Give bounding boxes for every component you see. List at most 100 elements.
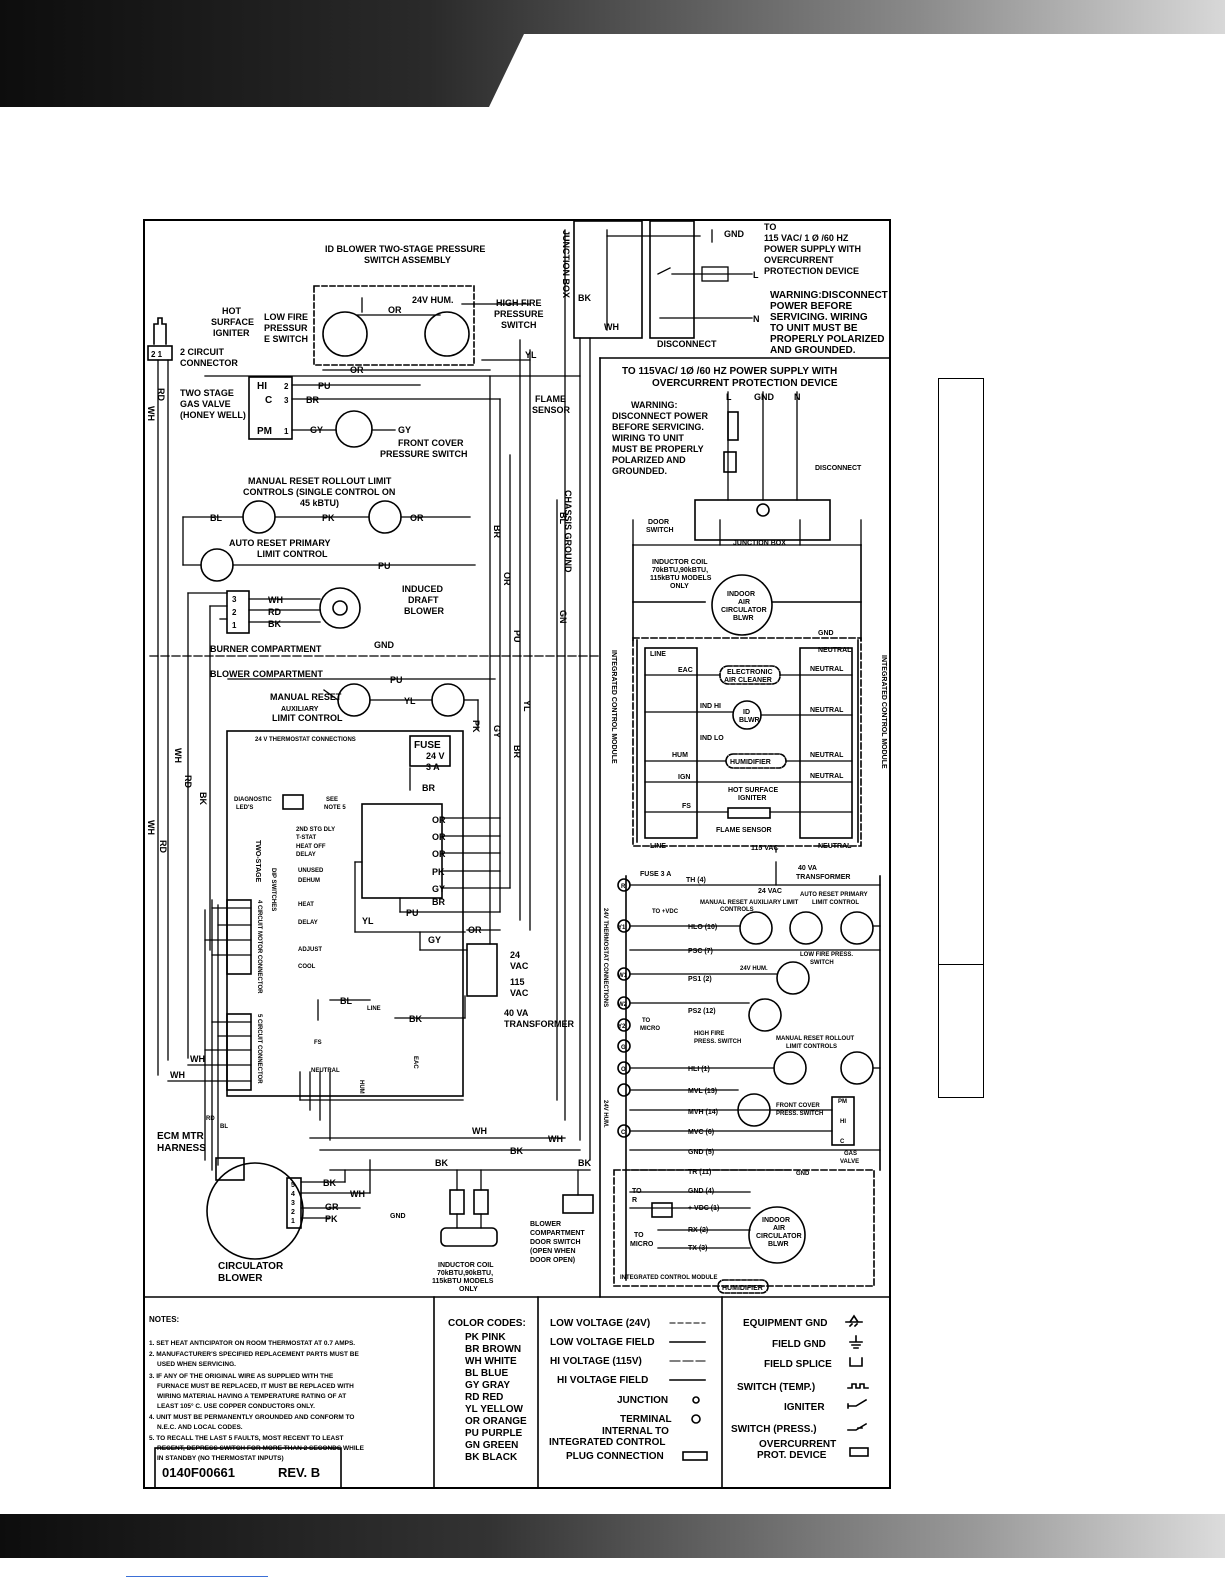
- board-fs: FS: [314, 1040, 322, 1046]
- gas-valve-pin-hi: HI: [257, 381, 267, 392]
- igniter-label-3: IGNITER: [213, 328, 250, 338]
- gas-valve-num-2: 2: [284, 382, 289, 391]
- term-r: R: [621, 884, 626, 890]
- circ2-3: CIRCULATOR: [756, 1233, 802, 1240]
- ecm-pin-1: 1: [291, 1218, 295, 1225]
- note-5: FURNACE MUST BE REPLACED, IT MUST BE REP…: [157, 1383, 354, 1390]
- part-number: 0140F00661: [162, 1465, 235, 1480]
- low-fire-label-1: LOW FIRE: [264, 312, 308, 322]
- aux-controls-2: CONTROLS: [720, 907, 754, 913]
- inducer-label-3: BLOWER: [404, 606, 444, 616]
- wire-bk-v2: BK: [198, 792, 208, 805]
- wire-rd-v2: RD: [183, 775, 193, 788]
- auto-reset-1: AUTO RESET PRIMARY: [229, 538, 331, 548]
- circ-blower-2: BLOWER: [218, 1273, 263, 1284]
- ladder-disconnect: DISCONNECT: [815, 465, 862, 472]
- wire-or-3: OR: [410, 513, 424, 523]
- connector-label-1: 2 CIRCUIT: [180, 347, 225, 357]
- wire-pu-2: PU: [378, 561, 391, 571]
- warning-top-6: AND GROUNDED.: [770, 345, 856, 356]
- header-notch: [489, 34, 1225, 107]
- wire-br-v2: BR: [512, 745, 522, 758]
- tor-2: R: [632, 1197, 637, 1204]
- junction-box-label: JUNCTION BOX: [561, 230, 571, 298]
- color-0: PK PINK: [465, 1332, 506, 1343]
- legend-lvf: LOW VOLTAGE FIELD: [550, 1337, 655, 1348]
- warning-top-1: WARNING:DISCONNECT: [770, 290, 888, 301]
- door-switch-3: DOOR SWITCH: [530, 1239, 581, 1246]
- wire-yl-2: YL: [404, 696, 416, 706]
- jbox-bk-label: BK: [578, 293, 591, 303]
- wire-wh-b: WH: [190, 1054, 205, 1064]
- circ-hlo: HLO (10): [688, 924, 717, 931]
- ladder-l: L: [726, 392, 732, 402]
- circ-mvl: MVL (13): [688, 1088, 717, 1095]
- sym-splice: FIELD SPLICE: [764, 1359, 832, 1370]
- note-9: N.E.C. AND LOCAL CODES.: [157, 1424, 243, 1431]
- dip-10: COOL: [298, 964, 316, 970]
- note-10: 5. TO RECALL THE LAST 5 FAULTS, MOST REC…: [149, 1435, 344, 1442]
- igniter-pins: 2 1: [151, 350, 163, 359]
- footer-band: [0, 1514, 1225, 1558]
- load-hsi-1: HOT SURFACE: [728, 787, 779, 794]
- board-trans-4: VAC: [510, 988, 529, 998]
- ladder-gnd: GND: [754, 392, 775, 402]
- ladder-door-2: SWITCH: [646, 527, 674, 534]
- load-hsi-2: IGNITER: [738, 795, 766, 802]
- disconnect-label: DISCONNECT: [657, 339, 717, 349]
- supply-top-line-2: 115 VAC/ 1 Ø /60 HZ: [764, 233, 849, 243]
- wire-or-v: OR: [502, 572, 512, 586]
- inducer-pin-2: 2: [232, 608, 237, 617]
- ladder-warning-1: WARNING:: [631, 400, 678, 410]
- aux-limit-2: AUXILIARY: [281, 706, 319, 713]
- ladder-24vac: 24 VAC: [758, 888, 782, 895]
- wire-rd-v3: RD: [158, 840, 168, 853]
- legend-hvf: HI VOLTAGE FIELD: [557, 1375, 648, 1386]
- circ-rx: RX (2): [688, 1227, 708, 1234]
- wire-rd-left: RD: [156, 388, 166, 401]
- door-switch-2: COMPARTMENT: [530, 1230, 585, 1237]
- valve-pin-pm: PM: [838, 1099, 847, 1105]
- ecm-pin-2: 2: [291, 1209, 295, 1216]
- ladder-gas-2: VALVE: [840, 1159, 859, 1165]
- row-neutral-6: NEUTRAL: [818, 843, 852, 850]
- wire-wh-b3: WH: [472, 1126, 487, 1136]
- legend-terminal: TERMINAL: [620, 1414, 672, 1425]
- wire-yl-b: YL: [362, 916, 374, 926]
- wire-pk-2: PK: [471, 720, 481, 733]
- note-6: WIRING MATERIAL HAVING A TEMPERATURE RAT…: [157, 1393, 346, 1400]
- ecm-harness-1: ECM MTR: [157, 1131, 204, 1142]
- ladder-hum24v: 24V HUM.: [602, 1100, 608, 1128]
- pressure-assy-title-1: ID BLOWER TWO-STAGE PRESSURE: [325, 244, 485, 254]
- color-9: GN GREEN: [465, 1440, 518, 1451]
- ladder-door-1: DOOR: [648, 519, 669, 526]
- wire-wh-v2: WH: [173, 748, 183, 763]
- circ-psc: PSC (7): [688, 948, 713, 955]
- wire-or-b4: OR: [468, 925, 482, 935]
- chassis-ground-label: CHASSIS GROUND: [563, 490, 573, 573]
- wire-pu-v: PU: [512, 630, 522, 643]
- low-fire-label-2: PRESSUR: [264, 323, 308, 333]
- wire-pu-b: PU: [406, 908, 419, 918]
- row-neutral-4: NEUTRAL: [810, 752, 844, 759]
- row-fs: FS: [682, 803, 691, 810]
- dip-9: ADJUST: [298, 947, 322, 953]
- rollout-label-3: 45 kBTU): [300, 498, 339, 508]
- board-hum: HUM: [358, 1080, 364, 1094]
- colors-title: COLOR CODES:: [448, 1318, 526, 1329]
- icm2: INTEGRATED CONTROL MODULE: [620, 1275, 717, 1281]
- dip-2: T-STAT: [296, 835, 316, 841]
- see-note-1: SEE: [326, 797, 338, 803]
- inductor-bottom-4: ONLY: [459, 1286, 478, 1293]
- thermostat-title: 24 V THERMOSTAT CONNECTIONS: [255, 737, 356, 743]
- auto-primary-1: AUTO RESET PRIMARY: [800, 892, 868, 898]
- aux-limit-3: LIMIT CONTROL: [272, 713, 343, 723]
- aux-limit-1: MANUAL RESET: [270, 692, 342, 702]
- color-1: BR BROWN: [465, 1344, 521, 1355]
- supply-top-line-4: OVERCURRENT: [764, 255, 834, 265]
- board-module-label: TWO-STAGE: [254, 840, 261, 883]
- ladder-jbox: JUNCTION BOX: [733, 540, 786, 547]
- ladder-humidifier: HUMIDIFIER: [722, 1285, 763, 1292]
- footer-link-underline: [126, 1576, 268, 1577]
- note-7: LEAST 105° C. USE COPPER CONDUCTORS ONLY…: [157, 1402, 315, 1410]
